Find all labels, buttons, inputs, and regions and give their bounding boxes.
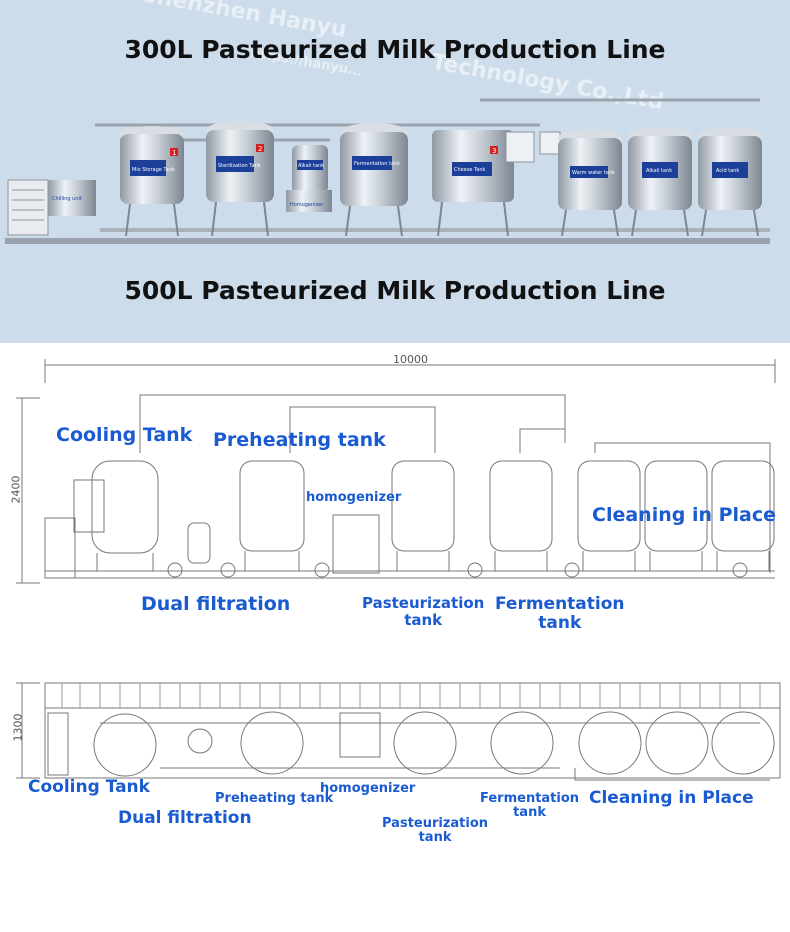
label-preheating-tank-top: Preheating tank xyxy=(215,791,334,806)
tank-number: 3 xyxy=(492,147,496,155)
label-dual-filtration-top: Dual filtration xyxy=(118,808,252,828)
label-cooling-tank: Cooling Tank xyxy=(56,424,193,446)
tank-number: 2 xyxy=(258,145,262,153)
tank-plate: Homogenizer xyxy=(290,202,324,208)
tank-plate: Sterilization Tank xyxy=(218,163,261,169)
title-300l: 300L Pasteurized Milk Production Line xyxy=(124,35,666,64)
tank-plate: Cheese Tank xyxy=(454,167,486,173)
label-fermentation-tank: Fermentation tank xyxy=(495,594,625,633)
title-500l: 500L Pasteurized Milk Production Line xyxy=(124,276,666,305)
label-homogenizer-top: homogenizer xyxy=(320,781,416,796)
tank-plate: Chilling unit xyxy=(52,196,82,202)
label-preheating-tank: Preheating tank xyxy=(213,429,386,451)
drawing-lines xyxy=(16,359,781,781)
tank-number: 1 xyxy=(172,149,176,157)
label-dual-filtration: Dual filtration xyxy=(141,593,291,615)
tank-plate: Alkali tank xyxy=(646,168,672,174)
layout-drawing: 10000 2400 1300 Cooling Tank Preheating … xyxy=(0,343,790,932)
top-view-height-dimension: 1300 xyxy=(11,713,25,742)
label-pasteurization-tank-top: Pasteurization tank xyxy=(382,816,489,846)
label-fermentation-tank-top: Fermentation tank xyxy=(480,791,580,821)
tank-plate: Acid tank xyxy=(716,168,739,174)
tank-plate: Warm water tank xyxy=(572,170,615,176)
label-cleaning-in-place: Cleaning in Place xyxy=(592,504,777,526)
label-cleaning-in-place-top: Cleaning in Place xyxy=(589,788,754,808)
photo-panel: Shenzhen Hanyu Technology Co.,Ltd https:… xyxy=(0,0,790,343)
label-cooling-tank-top: Cooling Tank xyxy=(28,777,150,797)
tank-plate: Alkali tank xyxy=(298,163,324,169)
production-line-photo: Mix Storage Tank Sterilization Tank Alka… xyxy=(5,98,770,244)
label-homogenizer: homogenizer xyxy=(306,490,402,505)
tank-plate: Fermentation tank xyxy=(354,161,400,167)
width-dimension: 10000 xyxy=(393,353,428,366)
tank-plate: Mix Storage Tank xyxy=(132,167,175,173)
height-dimension: 2400 xyxy=(9,475,23,504)
frame-hatch xyxy=(61,683,761,708)
label-pasteurization-tank: Pasteurization tank xyxy=(362,594,485,629)
